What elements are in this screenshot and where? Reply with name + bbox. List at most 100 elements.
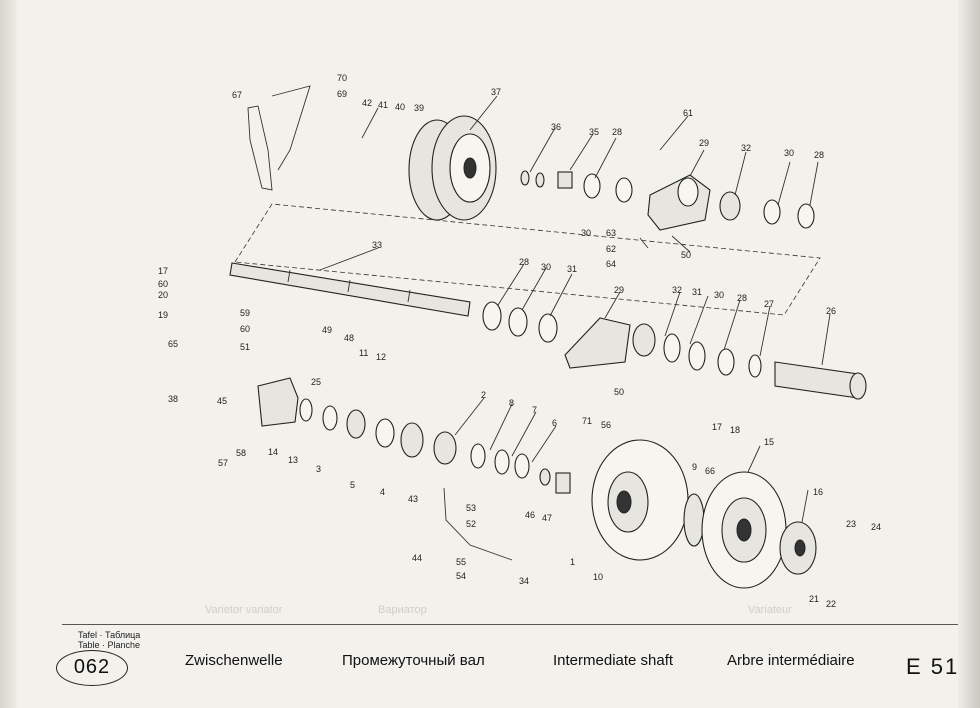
variator-disc-15 [701,471,787,589]
part-label: 21 [809,594,819,604]
part-label: 50 [614,387,624,397]
part-label: 56 [601,420,611,430]
part-label: 28 [737,293,747,303]
part-label: 2 [481,390,486,400]
part-label: 46 [525,510,535,520]
part-label: 14 [268,447,278,457]
title-russian: Промежуточный вал [342,652,485,669]
part-label: 17 [158,266,168,276]
part-label: 35 [589,127,599,137]
part-label: 31 [692,287,702,297]
part-label: 62 [606,244,616,254]
model-code: E 51 [906,654,960,679]
part-label: 65 [168,339,178,349]
part-label: 67 [232,90,242,100]
part-label: 18 [730,425,740,435]
plate-number-ring [56,650,128,686]
part-label: 69 [337,89,347,99]
part-label: 66 [705,466,715,476]
part-label: 47 [542,513,552,523]
part-label: 3 [316,464,321,474]
part-label: 6 [552,418,557,428]
part-label: 49 [322,325,332,335]
part-label: 7 [532,405,537,415]
part-label: 33 [372,240,382,250]
title-french: Arbre intermédiaire [727,652,855,669]
part-label: 29 [699,138,709,148]
part-label: 16 [813,487,823,497]
part-label: 13 [288,455,298,465]
part-label: 64 [606,259,616,269]
part-label: 70 [337,73,347,83]
part-label: 10 [593,572,603,582]
part-label: 54 [456,571,466,581]
part-label: 58 [236,448,246,458]
part-number-labels: 70 69 67 42 41 40 39 37 36 35 28 61 29 3… [158,73,881,609]
part-label: 60 [158,279,168,289]
part-label: 15 [764,437,774,447]
part-label: 30 [541,262,551,272]
part-label: 45 [217,396,227,406]
part-label: 55 [456,557,466,567]
part-label: 41 [378,100,388,110]
exploded-view-diagram: 70 69 67 42 41 40 39 37 36 35 28 61 29 3… [158,73,881,609]
part-label: 9 [692,462,697,472]
part-label: 71 [582,416,592,426]
part-label: 53 [466,503,476,513]
part-label: 17 [712,422,722,432]
part-label: 5 [350,480,355,490]
part-label: 51 [240,342,250,352]
plate-caption-line2: Table · Planche [78,640,141,650]
bleed-through-text-1: Varietor variator [205,604,283,616]
part-label: 22 [826,599,836,609]
part-label: 30 [581,228,591,238]
part-label: 30 [714,290,724,300]
part-label: 19 [158,310,168,320]
title-english: Intermediate shaft [553,652,674,669]
plate-caption-line1: Tafel · Таблица [78,630,141,640]
part-label: 29 [614,285,624,295]
pulley-16 [779,521,817,575]
title-german: Zwischenwelle [185,652,283,669]
part-label: 23 [846,519,856,529]
part-label: 32 [741,143,751,153]
part-label: 11 [359,348,368,358]
part-label: 42 [362,98,372,108]
part-label: 34 [519,576,529,586]
part-label: 1 [570,557,575,567]
part-label: 27 [764,299,774,309]
shaft-33 [229,262,471,317]
part-label: 31 [567,264,577,274]
part-label: 28 [612,127,622,137]
bleed-through-text-2: Вариатор [378,604,427,616]
part-label: 59 [240,308,250,318]
part-label: 26 [826,306,836,316]
part-label: 36 [551,122,561,132]
part-label: 38 [168,394,178,404]
part-label: 50 [681,250,691,260]
part-label: 28 [519,257,529,267]
part-label: 44 [412,553,422,563]
part-label: 48 [344,333,354,343]
footer-divider [62,624,962,625]
part-label: 32 [672,285,682,295]
part-label: 4 [380,487,385,497]
part-label: 12 [376,352,386,362]
part-label: 20 [158,290,168,300]
part-label: 28 [814,150,824,160]
part-label: 63 [606,228,616,238]
part-label: 57 [218,458,228,468]
part-label: 40 [395,102,405,112]
part-label: 30 [784,148,794,158]
splined-shaft-26 [774,361,867,400]
part-label: 60 [240,324,250,334]
plate-number: 062 [73,656,111,678]
part-label: 37 [491,87,501,97]
bleed-through-text-3: Variateur [748,604,792,616]
part-label: 39 [414,103,424,113]
variator-disc-1 [591,439,689,561]
bearing-housing-29-upper [647,174,711,231]
part-label: 43 [408,494,418,504]
part-label: 8 [509,398,514,408]
